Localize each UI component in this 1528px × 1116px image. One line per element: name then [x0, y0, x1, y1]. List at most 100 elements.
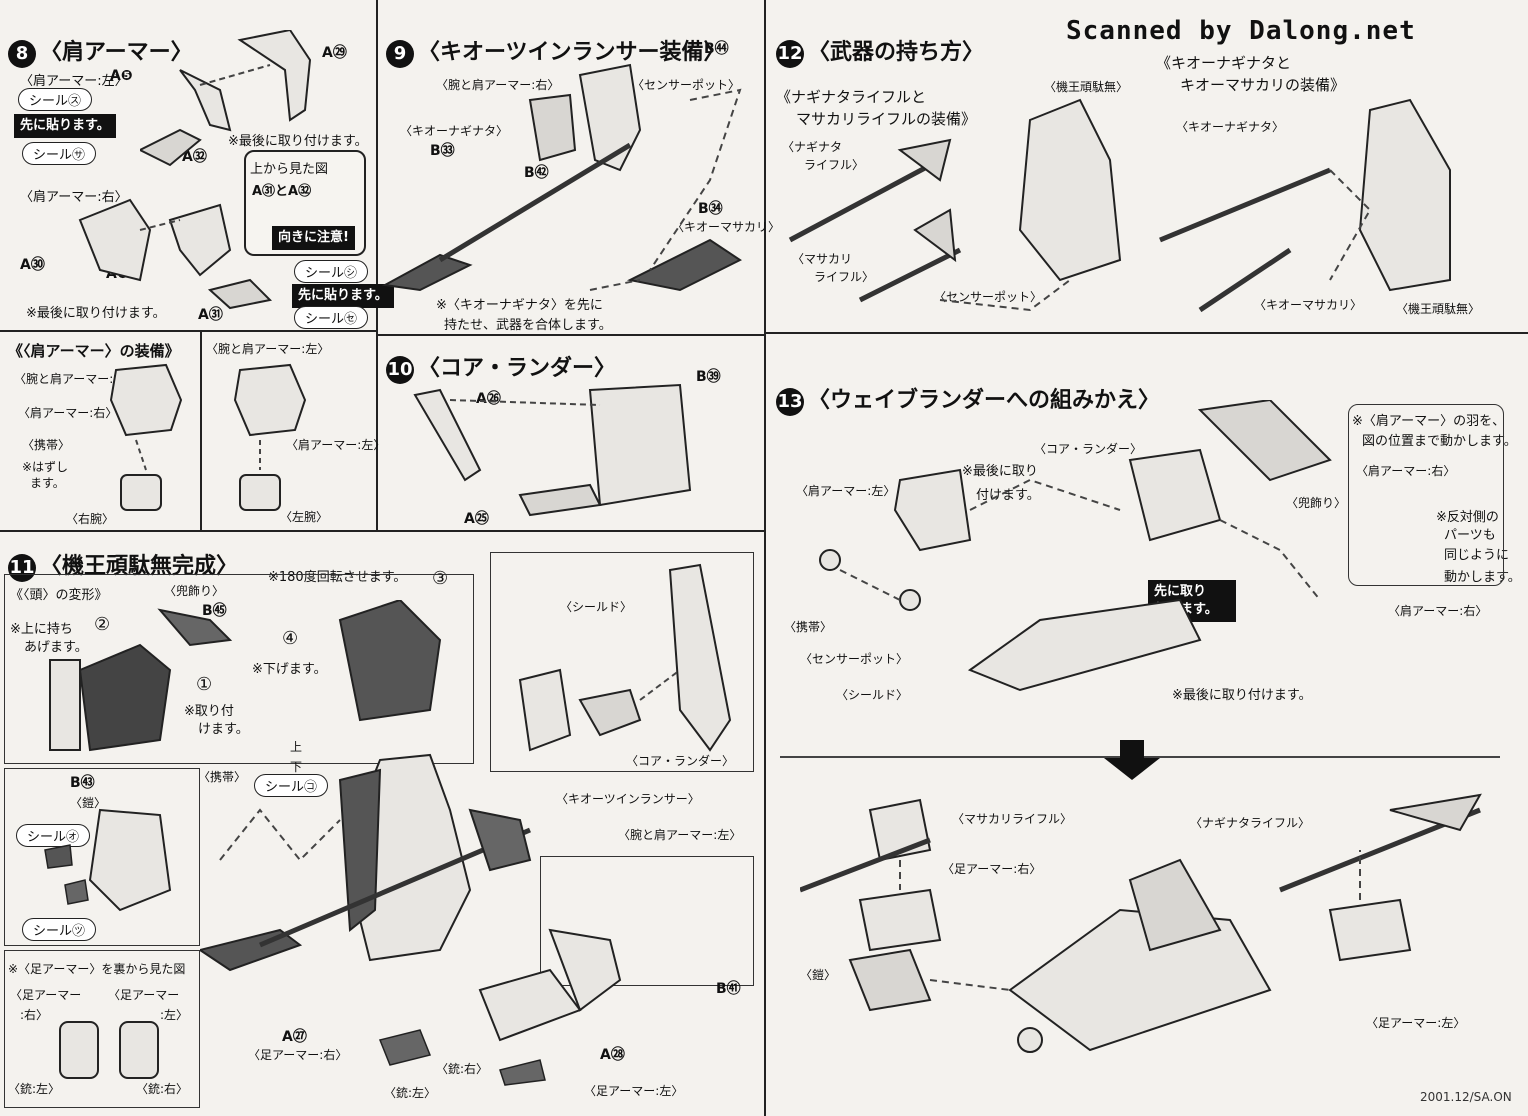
s11-lift-1: ※上に持ち	[10, 622, 73, 637]
s8-part-a32: A㉜	[182, 149, 207, 165]
s8b-arm-shoulder-left: 〈腕と肩アーマー:左〉	[206, 342, 330, 356]
s9-lance-drawing	[380, 60, 760, 300]
s11-foot-armor-2: 〈足アーマー	[108, 988, 180, 1002]
s11-arm-shoulder-left: 〈腕と肩アーマー:左〉	[618, 828, 742, 842]
s8-label-shoulder-left: 〈肩アーマー:左〉	[20, 74, 128, 89]
s11-shield-drawing	[500, 560, 750, 760]
divider-h-s8	[0, 330, 376, 332]
s12-equip2-1: 《キオーナギナタと	[1156, 54, 1292, 72]
s8b-arm-left-drawing	[220, 360, 330, 520]
watermark: Scanned by Dalong.net	[1066, 16, 1416, 46]
s11-rotate: ※180度回転させます。	[268, 570, 407, 585]
s11-step3: ③	[432, 568, 449, 589]
s8-caution: 向きに注意!	[272, 226, 355, 250]
s12-title-text: 〈武器の持ち方〉	[808, 40, 985, 65]
divider-h-s11	[0, 530, 764, 532]
s13-foot-armor-right: 〈足アーマー:右〉	[942, 862, 1042, 876]
s13-wing-note-1: ※〈肩アーマー〉の羽を、	[1352, 414, 1506, 429]
s10-part-a26: A㉖	[476, 391, 501, 407]
footer-code: 2001.12/SA.ON	[1420, 1090, 1512, 1104]
s11-arm-frame	[540, 856, 754, 986]
s11-foot-back-view: ※〈足アーマー〉を裏から見た図	[8, 962, 186, 976]
s11-seal-o: シール㋔	[16, 824, 91, 847]
s10-core-lander-drawing	[410, 380, 730, 520]
s13-attach-last-3: ※最後に取り付けます。	[1172, 688, 1312, 703]
s10-part-b39: B㊴	[696, 369, 721, 385]
s11-head-frame	[4, 574, 474, 764]
s11-part-a28: A㉘	[600, 1047, 625, 1063]
s8-part-a31: A㉛	[198, 307, 223, 323]
s11-seal-tsu: シール㋡	[22, 918, 97, 941]
s11-gun-right: 〈銃:右〉	[436, 1062, 489, 1076]
s11-step2: ②	[94, 614, 111, 635]
s13-shoulder-right: 〈肩アーマー:右〉	[1356, 464, 1456, 478]
s13-opposite-3: 同じように	[1444, 548, 1510, 563]
s8b-right-arm: 〈右腕〉	[66, 512, 115, 526]
s12-weapons-drawing	[770, 80, 1500, 320]
s13-title-text: 〈ウェイブランダーへの組みかえ〉	[808, 388, 1161, 413]
s9-part-b33: B㉝	[430, 143, 455, 159]
s9-sensor-pot: 〈センサーポット〉	[632, 78, 741, 92]
divider-v1	[376, 0, 378, 530]
s8-view-top: 上から見た図	[250, 162, 329, 177]
s8b-arm-right-drawing	[86, 360, 196, 520]
s8-seal-shi: シール㋛	[294, 260, 369, 283]
s13-opposite-2: パーツも	[1444, 528, 1496, 543]
s8-seal-se: シール㋝	[294, 306, 369, 329]
s13-final-drawing	[800, 790, 1500, 1070]
s13-number: 13	[776, 388, 804, 416]
s13-shoulder-right-2: 〈肩アーマー:右〉	[1388, 604, 1488, 618]
s11-up: 上	[290, 740, 303, 754]
s11-foot-frame	[4, 950, 200, 1108]
s8-number: 8	[8, 40, 36, 68]
s10-title: 10〈コア・ランダー〉	[386, 350, 616, 384]
s8-stick-first-2: 先に貼ります。	[292, 284, 394, 308]
s13-shoulder-left: 〈肩アーマー:左〉	[796, 484, 896, 498]
s8b-title: 《〈肩アーマー〉の装備》	[8, 342, 180, 360]
s11-armor: 〈鎧〉	[70, 796, 107, 810]
s11-feet-drawing	[350, 920, 750, 1090]
s13-masakari-rifle: 〈マサカリライフル〉	[952, 812, 1073, 826]
s11-gundam-drawing	[200, 750, 560, 990]
s13-opposite-1: ※反対側の	[1436, 510, 1499, 525]
divider-h-s12	[764, 332, 1528, 334]
s12-naginata: 〈キオーナギナタ〉	[1176, 120, 1285, 134]
s11-attach-2: けます。	[198, 722, 249, 737]
s13-keitai: 〈携帯〉	[784, 620, 833, 634]
s13-attach-last-1: ※最後に取り	[962, 464, 1038, 479]
s13-shield: 〈シールド〉	[836, 688, 909, 702]
s12-number: 12	[776, 40, 804, 68]
s9-naginata: 〈キオーナギナタ〉	[400, 124, 509, 138]
s9-title: 9〈キオーツインランサー装備〉	[386, 34, 726, 68]
s13-title: 13〈ウェイブランダーへの組みかえ〉	[776, 382, 1160, 416]
s12-equip1-1: 《ナギナタライフルと	[776, 88, 927, 106]
s11-lower: ※下げます。	[252, 662, 327, 677]
s11-foot-armor-left: 〈足アーマー:左〉	[584, 1084, 684, 1098]
s10-title-text: 〈コア・ランダー〉	[418, 356, 617, 381]
s11-head-transform: 《〈頭〉の変形》	[10, 588, 108, 603]
s8-shoulder-right-drawing	[70, 190, 330, 310]
s11-foot-armor-right: 〈足アーマー:右〉	[248, 1048, 348, 1062]
s8-title-text: 〈肩アーマー〉	[40, 40, 193, 65]
s11-helmet-deco: 〈兜飾り〉	[164, 584, 225, 598]
s8b-arm-shoulder-right: 〈腕と肩アーマー:右〉	[14, 372, 138, 386]
s11-part-b41: B㊶	[716, 981, 741, 997]
divider-v2	[764, 0, 766, 1116]
s11-step4: ④	[282, 628, 299, 649]
s13-wing-frame	[1348, 404, 1504, 586]
s11-seal-ko: シール㋙	[254, 774, 329, 797]
s8-attach-last-1: ※最後に取り付けます。	[228, 134, 368, 149]
s13-wavelander-drawing	[800, 400, 1360, 700]
s9-note-2: 持たせ、武器を合体します。	[444, 318, 612, 333]
divider-h-s9	[376, 334, 764, 336]
s8b-keitai: 〈携帯〉	[22, 438, 71, 452]
s10-part-a25: A㉕	[464, 511, 489, 527]
s11-foot-left-2: :左〉	[160, 1008, 189, 1022]
s8-part-a5: A❺	[110, 68, 133, 84]
s10-number: 10	[386, 356, 414, 384]
s9-part-b34: B㉞	[698, 201, 723, 217]
s8b-shoulder-left: 〈肩アーマー:左〉	[286, 438, 386, 452]
s9-masakari: 〈キオーマサカリ〉	[672, 220, 781, 234]
s12-masakari: 〈キオーマサカリ〉	[1254, 298, 1363, 312]
s11-twin-lancer: 〈キオーツインランサー〉	[556, 792, 700, 806]
